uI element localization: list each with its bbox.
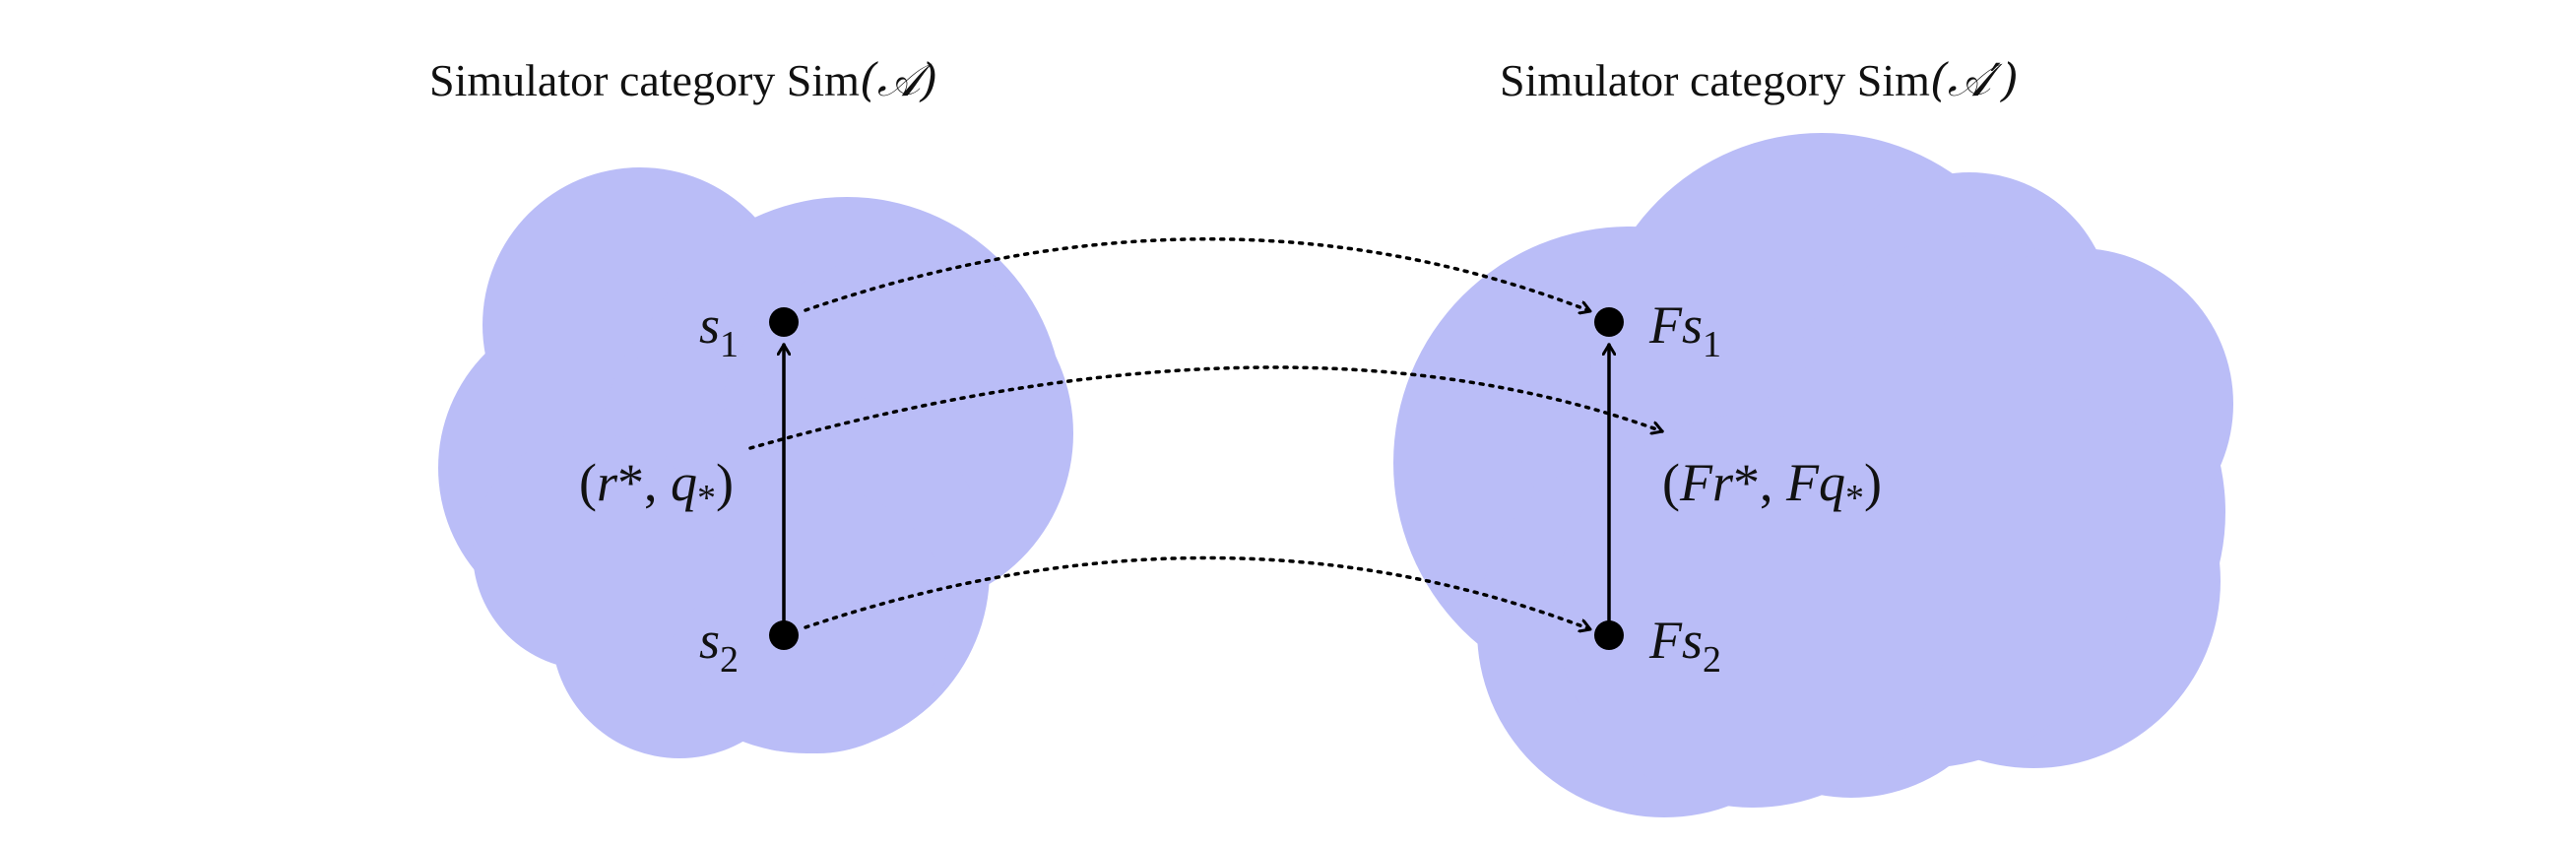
left-category-title: Simulator category Sim(𝒜) (429, 53, 937, 106)
node-s1-dot (769, 307, 799, 337)
node-Fs2-dot (1594, 620, 1624, 650)
node-s2-label: s2 (699, 611, 739, 681)
node-Fs1-label: Fs1 (1648, 295, 1721, 365)
left-category-cloud (438, 167, 1073, 758)
right-category-cloud (1393, 133, 2233, 817)
node-Fs1-dot (1594, 307, 1624, 337)
right-morphism-label: (Fr*, Fq*) (1662, 453, 1882, 519)
left-morphism-label: (r*, q*) (579, 453, 734, 519)
functor-arrow-s1 (804, 237, 1592, 311)
node-s1-label: s1 (699, 295, 739, 365)
node-Fs2-label: Fs2 (1648, 611, 1721, 681)
functor-arrow-edge (748, 365, 1664, 450)
functor-arrow-s2 (804, 555, 1592, 629)
node-s2-dot (769, 620, 799, 650)
right-category-title: Simulator category Sim(𝒜′) (1500, 53, 2019, 106)
